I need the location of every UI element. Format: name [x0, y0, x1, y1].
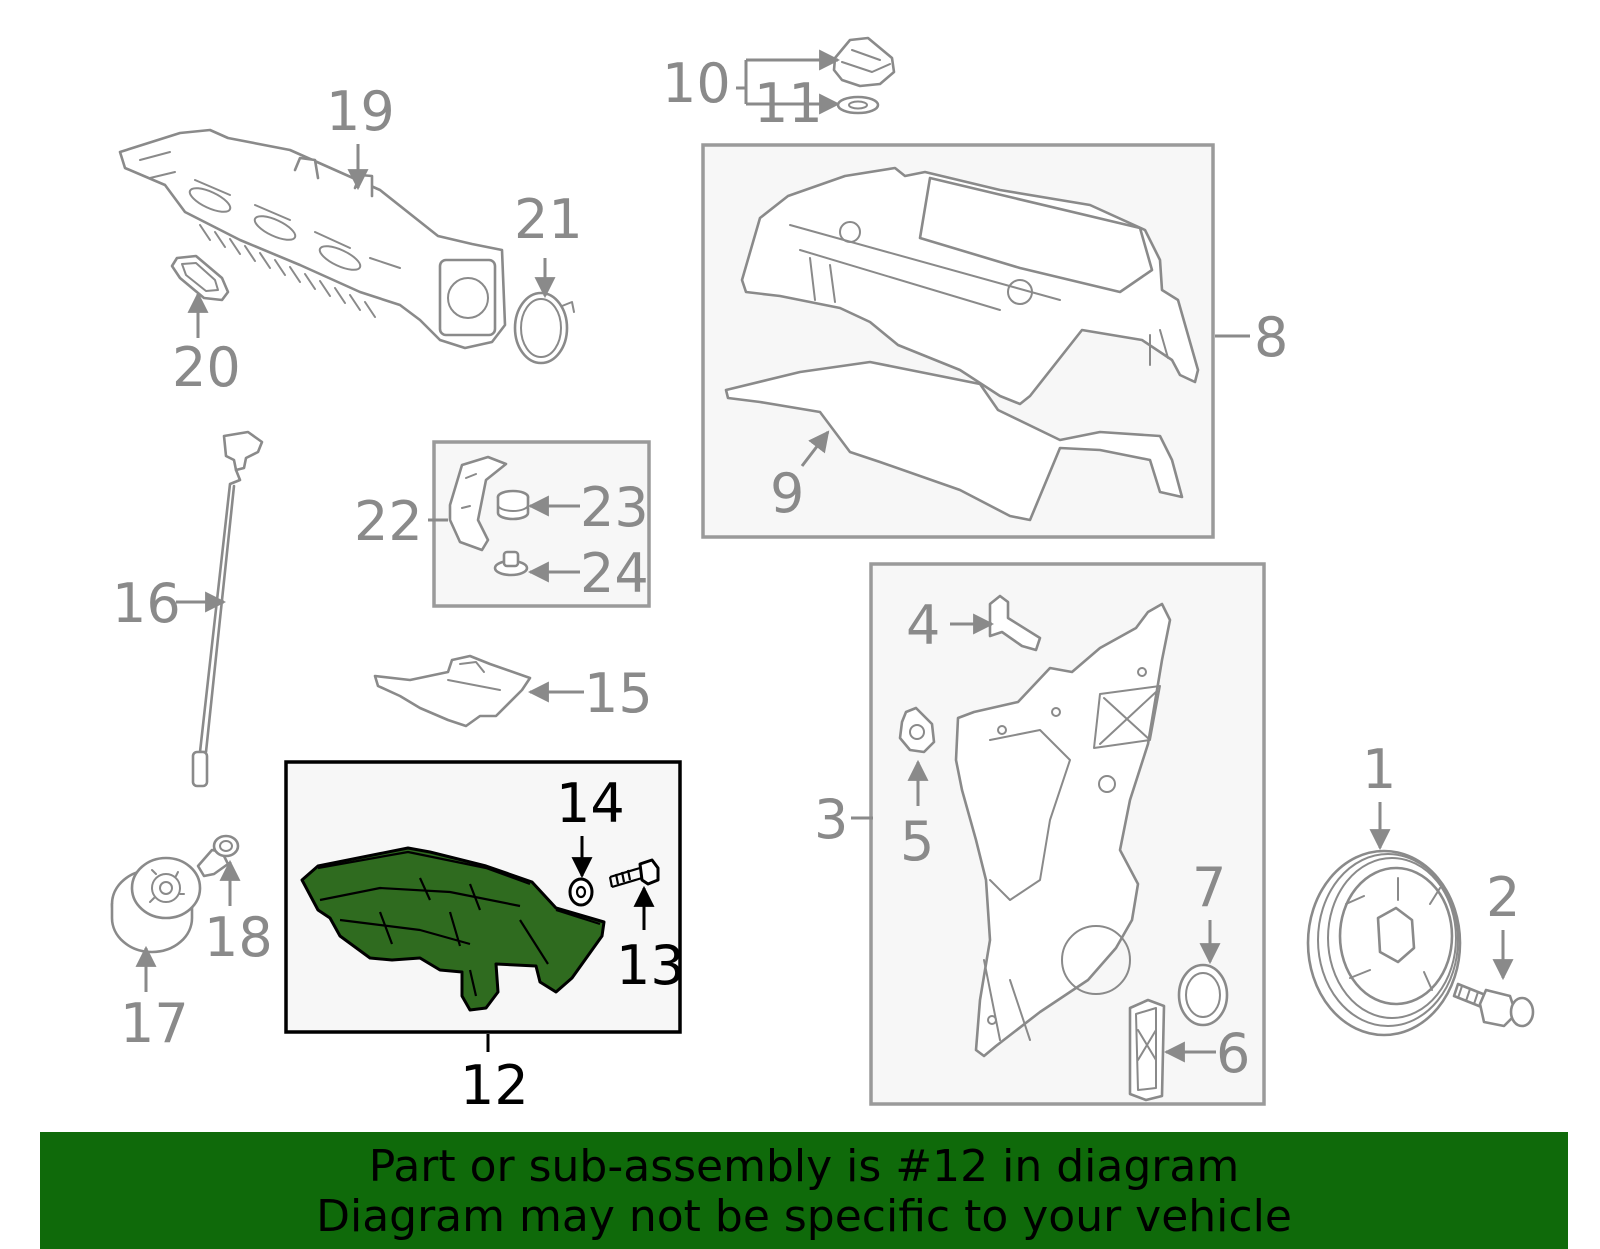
callout-20[interactable]: 20 — [172, 336, 241, 399]
parts-diagram: 1 2 3 4 5 6 7 8 9 10 11 12 13 14 15 16 1… — [110, 36, 1535, 1117]
baffle-plate-part-15[interactable] — [373, 654, 532, 728]
callout-17[interactable]: 17 — [120, 992, 189, 1055]
callout-16[interactable]: 16 — [112, 572, 181, 635]
callout-23[interactable]: 23 — [580, 476, 649, 539]
callout-10[interactable]: 10 — [662, 52, 731, 115]
oil-filler-cap-part-10[interactable] — [832, 36, 896, 88]
leader-lines — [135, 60, 1514, 1063]
callout-9[interactable]: 9 — [770, 462, 804, 525]
sensor-part-4[interactable] — [988, 594, 1042, 652]
footer-banner: Part or sub-assembly is #12 in diagram D… — [40, 1132, 1568, 1249]
callout-12[interactable]: 12 — [460, 1054, 529, 1117]
callout-15[interactable]: 15 — [584, 662, 653, 725]
seal-part-5[interactable] — [898, 706, 936, 754]
callout-3[interactable]: 3 — [814, 788, 848, 851]
o-ring-part-21[interactable] — [513, 291, 575, 365]
callout-2[interactable]: 2 — [1486, 866, 1520, 929]
oil-pan-part-12[interactable] — [300, 846, 606, 1012]
drain-plug-part-18[interactable] — [196, 834, 240, 878]
callout-24[interactable]: 24 — [580, 542, 649, 605]
callout-1[interactable]: 1 — [1362, 738, 1396, 801]
mount-part-23[interactable] — [496, 489, 530, 521]
crank-bolt-part-2[interactable] — [1452, 982, 1535, 1028]
crank-seal-part-7[interactable] — [1177, 963, 1229, 1027]
gasket-part-20[interactable] — [170, 254, 230, 302]
timing-chain-cover-part-3[interactable] — [954, 602, 1172, 1058]
washer-part-14[interactable] — [568, 877, 594, 907]
dipstick-part-16[interactable] — [191, 430, 264, 788]
footer-line-disclaimer: Diagram may not be specific to your vehi… — [316, 1191, 1292, 1242]
bolt-part-13[interactable] — [608, 858, 660, 889]
callout-18[interactable]: 18 — [204, 906, 273, 969]
head-cover-gasket-part-9[interactable] — [724, 360, 1184, 522]
callout-8[interactable]: 8 — [1254, 306, 1288, 369]
crankshaft-pulley-part-1[interactable] — [1306, 849, 1462, 1037]
footer-line-part-number: Part or sub-assembly is #12 in diagram — [368, 1141, 1240, 1192]
callout-14[interactable]: 14 — [556, 772, 625, 835]
oil-filter-part-17[interactable] — [110, 856, 202, 954]
callout-13[interactable]: 13 — [616, 934, 685, 997]
callout-11[interactable]: 11 — [754, 72, 823, 135]
callout-22[interactable]: 22 — [354, 490, 423, 553]
cylinder-head-cover-part-8[interactable] — [740, 166, 1200, 406]
callout-labels: 1 2 3 4 5 6 7 8 9 10 11 12 13 14 15 16 1… — [112, 52, 1520, 1117]
callout-6[interactable]: 6 — [1216, 1022, 1250, 1085]
callout-21[interactable]: 21 — [514, 188, 583, 251]
bracket-part-22[interactable] — [448, 455, 508, 552]
cover-plate-part-6[interactable] — [1128, 998, 1166, 1102]
callout-5[interactable]: 5 — [900, 810, 934, 873]
callout-4[interactable]: 4 — [906, 594, 940, 657]
callout-7[interactable]: 7 — [1192, 856, 1226, 919]
callout-19[interactable]: 19 — [326, 80, 395, 143]
seal-part-11[interactable] — [836, 95, 880, 115]
pin-part-24[interactable] — [493, 550, 529, 577]
intake-manifold-part-19[interactable] — [118, 128, 507, 350]
